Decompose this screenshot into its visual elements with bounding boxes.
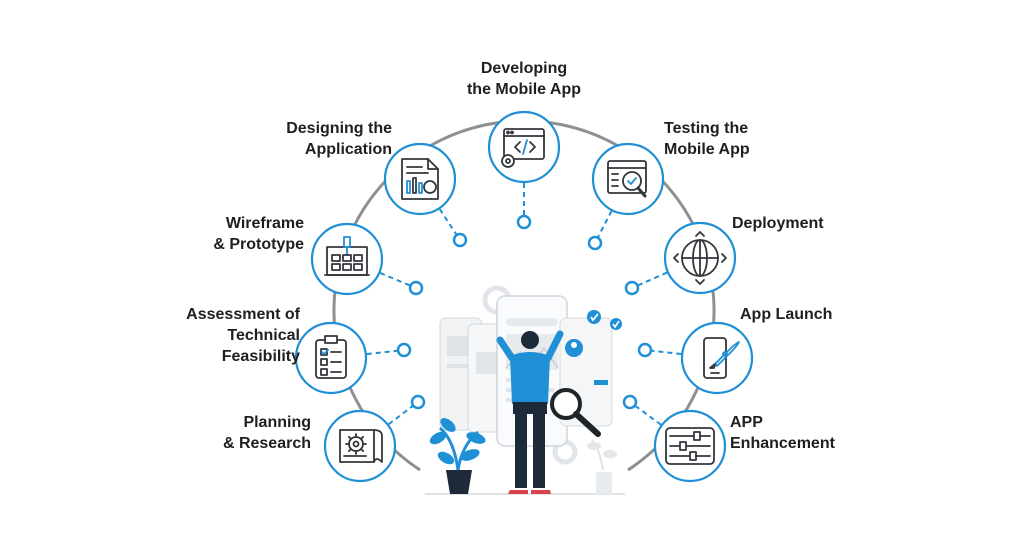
ring-node xyxy=(587,235,603,251)
step-deployment xyxy=(624,221,737,296)
ring-node xyxy=(408,280,424,296)
step-label-testing: Testing the Mobile App xyxy=(664,120,750,158)
step-icon-circle xyxy=(383,142,457,216)
ring-node xyxy=(410,394,426,410)
ring-node xyxy=(516,214,532,230)
connector-line xyxy=(379,272,417,289)
step-planning xyxy=(323,394,426,483)
wireframe-board-icon xyxy=(324,236,370,276)
step-label-designing: Designing the Application xyxy=(286,120,392,158)
center-illustration xyxy=(425,285,625,495)
ring-node xyxy=(396,342,412,358)
step-label-planning: Planning & Research xyxy=(222,414,311,452)
step-wireframe xyxy=(310,222,424,296)
step-label-assessment: Assessment of Technical Feasibility xyxy=(186,306,300,365)
step-label-enhancement: APP Enhancement xyxy=(730,414,835,452)
step-icon-circle xyxy=(680,321,754,395)
design-document-icon xyxy=(401,158,439,200)
ring-node xyxy=(452,232,468,248)
step-icon-circle xyxy=(487,110,561,184)
step-designing xyxy=(383,142,468,248)
sliders-icon xyxy=(665,427,715,465)
checklist-clipboard-icon xyxy=(315,335,347,379)
testing-window-icon xyxy=(607,160,647,198)
globe-arrows-icon xyxy=(673,231,727,285)
step-icon-circle xyxy=(294,321,368,395)
phone-rocket-icon xyxy=(703,337,740,379)
step-enhancement xyxy=(622,394,727,483)
ring-node xyxy=(624,280,640,296)
step-label-developing: Developing the Mobile App xyxy=(466,60,582,98)
step-label-launch: App Launch xyxy=(740,306,833,323)
step-testing xyxy=(587,142,665,251)
step-icon-circle xyxy=(323,409,397,483)
step-label-deployment: Deployment xyxy=(732,215,824,232)
ring-node xyxy=(637,342,653,358)
step-launch xyxy=(637,321,754,395)
gear-blueprint-icon xyxy=(339,429,383,463)
ring-node xyxy=(622,394,638,410)
step-icon-circle xyxy=(310,222,384,296)
step-developing xyxy=(487,110,561,230)
connector-line xyxy=(629,401,662,426)
step-assessment xyxy=(294,321,412,395)
step-label-wireframe: Wireframe & Prototype xyxy=(213,215,304,253)
code-window-icon xyxy=(501,128,545,168)
